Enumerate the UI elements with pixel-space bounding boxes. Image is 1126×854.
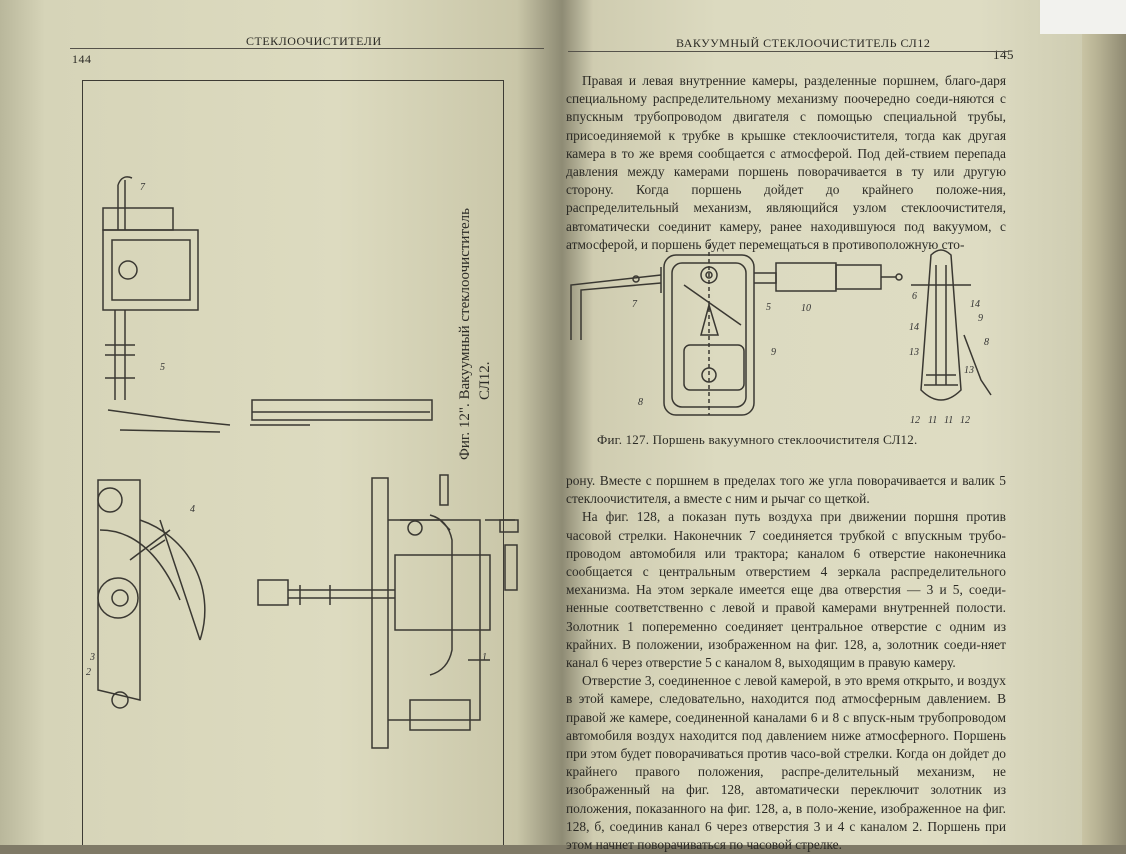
figure-frame xyxy=(82,80,504,845)
paragraph-2-text: рону. Вместе с поршнем в пределах того ж… xyxy=(566,473,1006,507)
right-page xyxy=(562,0,1082,845)
fig127-label-11b: 11 xyxy=(944,415,953,425)
fig127-label-14a: 14 xyxy=(970,299,980,310)
fig127-label-13a: 13 xyxy=(909,347,919,358)
right-header-rule xyxy=(568,51,1008,52)
fig127-label-8: 8 xyxy=(638,397,643,408)
left-header-rule xyxy=(70,48,544,49)
fig127-label-14b: 14 xyxy=(909,322,919,333)
label-5-left: 5 xyxy=(160,362,165,373)
label-2-left: 2 xyxy=(86,667,91,678)
wiper-technical-drawing: 7 5 4 1 2 3 xyxy=(86,176,519,749)
left-page: 144 СТЕКЛООЧИСТИТЕЛИ xyxy=(0,0,562,845)
fig127-label-10: 10 xyxy=(801,303,811,314)
paragraphs-2-4: рону. Вместе с поршнем в пределах того ж… xyxy=(566,472,1006,854)
label-4-left: 4 xyxy=(190,504,195,515)
fig127-label-5: 5 xyxy=(766,302,771,313)
background-corner xyxy=(1040,0,1126,34)
fig127-label-7: 7 xyxy=(632,299,638,310)
paragraph-3-text: На фиг. 128, а показан путь воздуха при … xyxy=(566,509,1006,671)
paragraph-1-text: Правая и левая внутренние камеры, раздел… xyxy=(566,73,1006,252)
right-page-number: 145 xyxy=(993,47,1014,62)
right-running-header: ВАКУУМНЫЙ СТЕКЛООЧИСТИТЕЛЬ СЛ12 xyxy=(676,36,931,50)
label-7-left: 7 xyxy=(140,182,146,193)
page-edge xyxy=(1082,30,1126,845)
label-3-left: 3 xyxy=(89,652,95,663)
piston-figure-127: 7 5 10 9 8 6 14 14 9 8 13 13 12 11 11 12 xyxy=(570,245,992,425)
fig127-label-12a: 12 xyxy=(910,415,920,425)
left-page-number: 144 xyxy=(72,52,92,66)
fig127-label-9b: 9 xyxy=(978,313,983,324)
fig127-label-6: 6 xyxy=(912,291,917,302)
figure-caption-line1: Фиг. 12". Вакуумный стеклоочиститель xyxy=(457,208,473,460)
fig127-label-8b: 8 xyxy=(984,337,989,348)
figure-127-caption: Фиг. 127. Поршень вакуумного стеклоочист… xyxy=(597,432,918,447)
paragraph-4-text: Отверстие 3, соединенное с левой камерой… xyxy=(566,673,1006,853)
fig127-label-13b: 13 xyxy=(964,365,974,376)
figure-caption-line2: СЛ12. xyxy=(477,361,493,400)
fig127-label-9: 9 xyxy=(771,347,776,358)
fig127-label-12b: 12 xyxy=(960,415,970,425)
label-1-left: 1 xyxy=(482,652,487,663)
paragraph-1: Правая и левая внутренние камеры, раздел… xyxy=(566,72,1006,254)
left-running-header: СТЕКЛООЧИСТИТЕЛИ xyxy=(246,34,382,48)
fig127-label-11a: 11 xyxy=(928,415,937,425)
